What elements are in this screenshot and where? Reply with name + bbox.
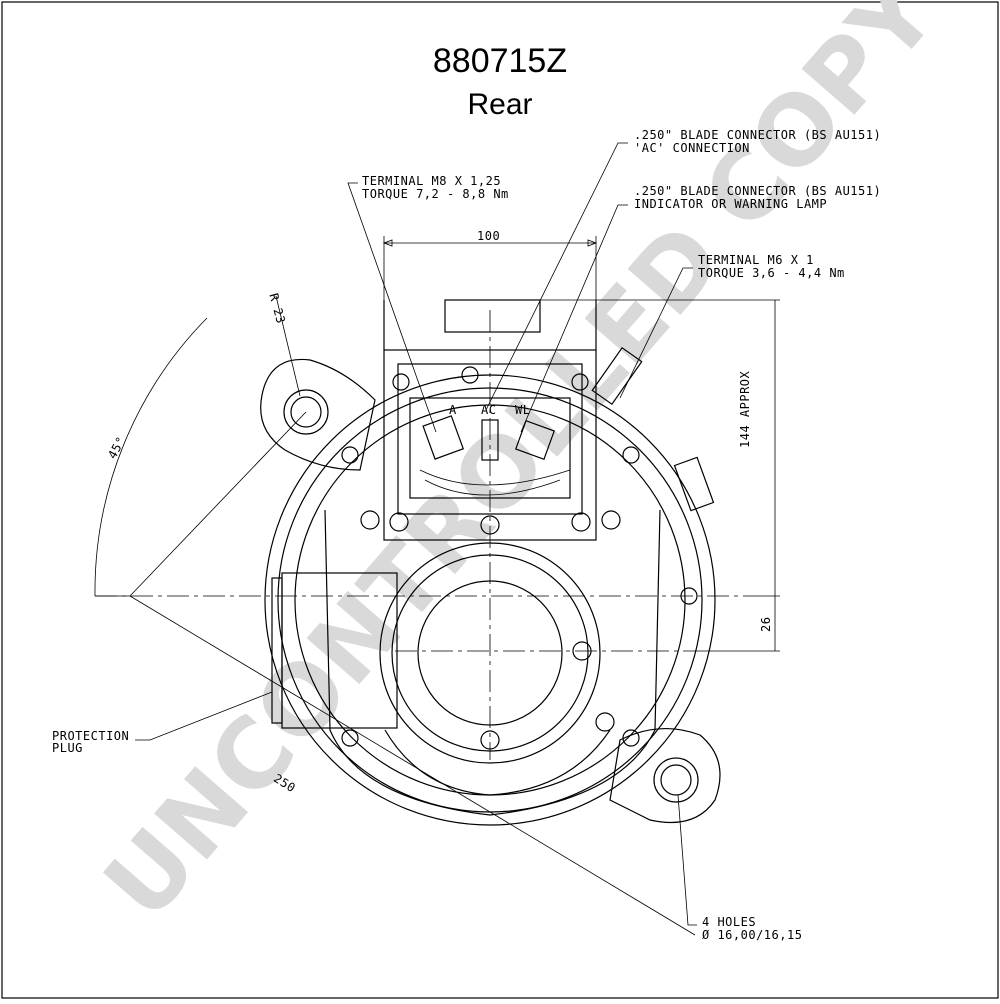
dimension-width-label: 100 xyxy=(477,229,501,243)
terminal-box-screws xyxy=(360,366,621,535)
part-number-title: 880715Z xyxy=(432,42,568,80)
terminal-mark-a: A xyxy=(449,403,457,417)
view-title: Rear xyxy=(467,88,533,121)
callout-blade-ac-line2: 'AC' CONNECTION xyxy=(634,141,750,155)
connector-cap xyxy=(444,299,541,333)
housing-screws xyxy=(341,446,698,750)
callout-blade-wl-line1: .250" BLADE CONNECTOR (BS AU151) xyxy=(634,184,882,198)
mounting-lug-top-left xyxy=(260,358,376,471)
dimension-offset-label: 26 xyxy=(759,616,773,632)
callout-blade-wl-line2: INDICATOR OR WARNING LAMP xyxy=(634,197,828,211)
side-connectors xyxy=(591,346,715,512)
terminal-connectors xyxy=(419,415,571,496)
callout-holes-line2: Ø 16,00/16,15 xyxy=(702,928,803,942)
terminal-box xyxy=(383,299,597,541)
protection-plug xyxy=(271,572,398,729)
callout-protection-line2: PLUG xyxy=(52,741,83,755)
dimension-100 xyxy=(382,236,598,300)
terminal-mark-wl: WL xyxy=(515,403,531,417)
callout-protection-line1: PROTECTION xyxy=(52,729,130,743)
dimension-144 xyxy=(540,299,780,652)
callout-terminal-m8-line1: TERMINAL M8 X 1,25 xyxy=(362,174,502,188)
callout-terminal-m6-line2: TORQUE 3,6 - 4,4 Nm xyxy=(698,266,845,280)
callout-terminal-m6-line1: TERMINAL M6 X 1 xyxy=(698,253,814,267)
callout-holes-line1: 4 HOLES xyxy=(702,915,757,929)
callout-terminal-m8-line2: TORQUE 7,2 - 8,8 Nm xyxy=(362,187,509,201)
dimension-height-label: 144 APPROX xyxy=(738,370,752,448)
dimension-angle-radius xyxy=(94,295,696,936)
terminal-mark-ac: AC xyxy=(481,403,497,417)
leader-lines xyxy=(135,142,697,926)
mounting-lug-bottom-right xyxy=(609,728,721,824)
callout-blade-ac-line1: .250" BLADE CONNECTOR (BS AU151) xyxy=(634,128,882,142)
